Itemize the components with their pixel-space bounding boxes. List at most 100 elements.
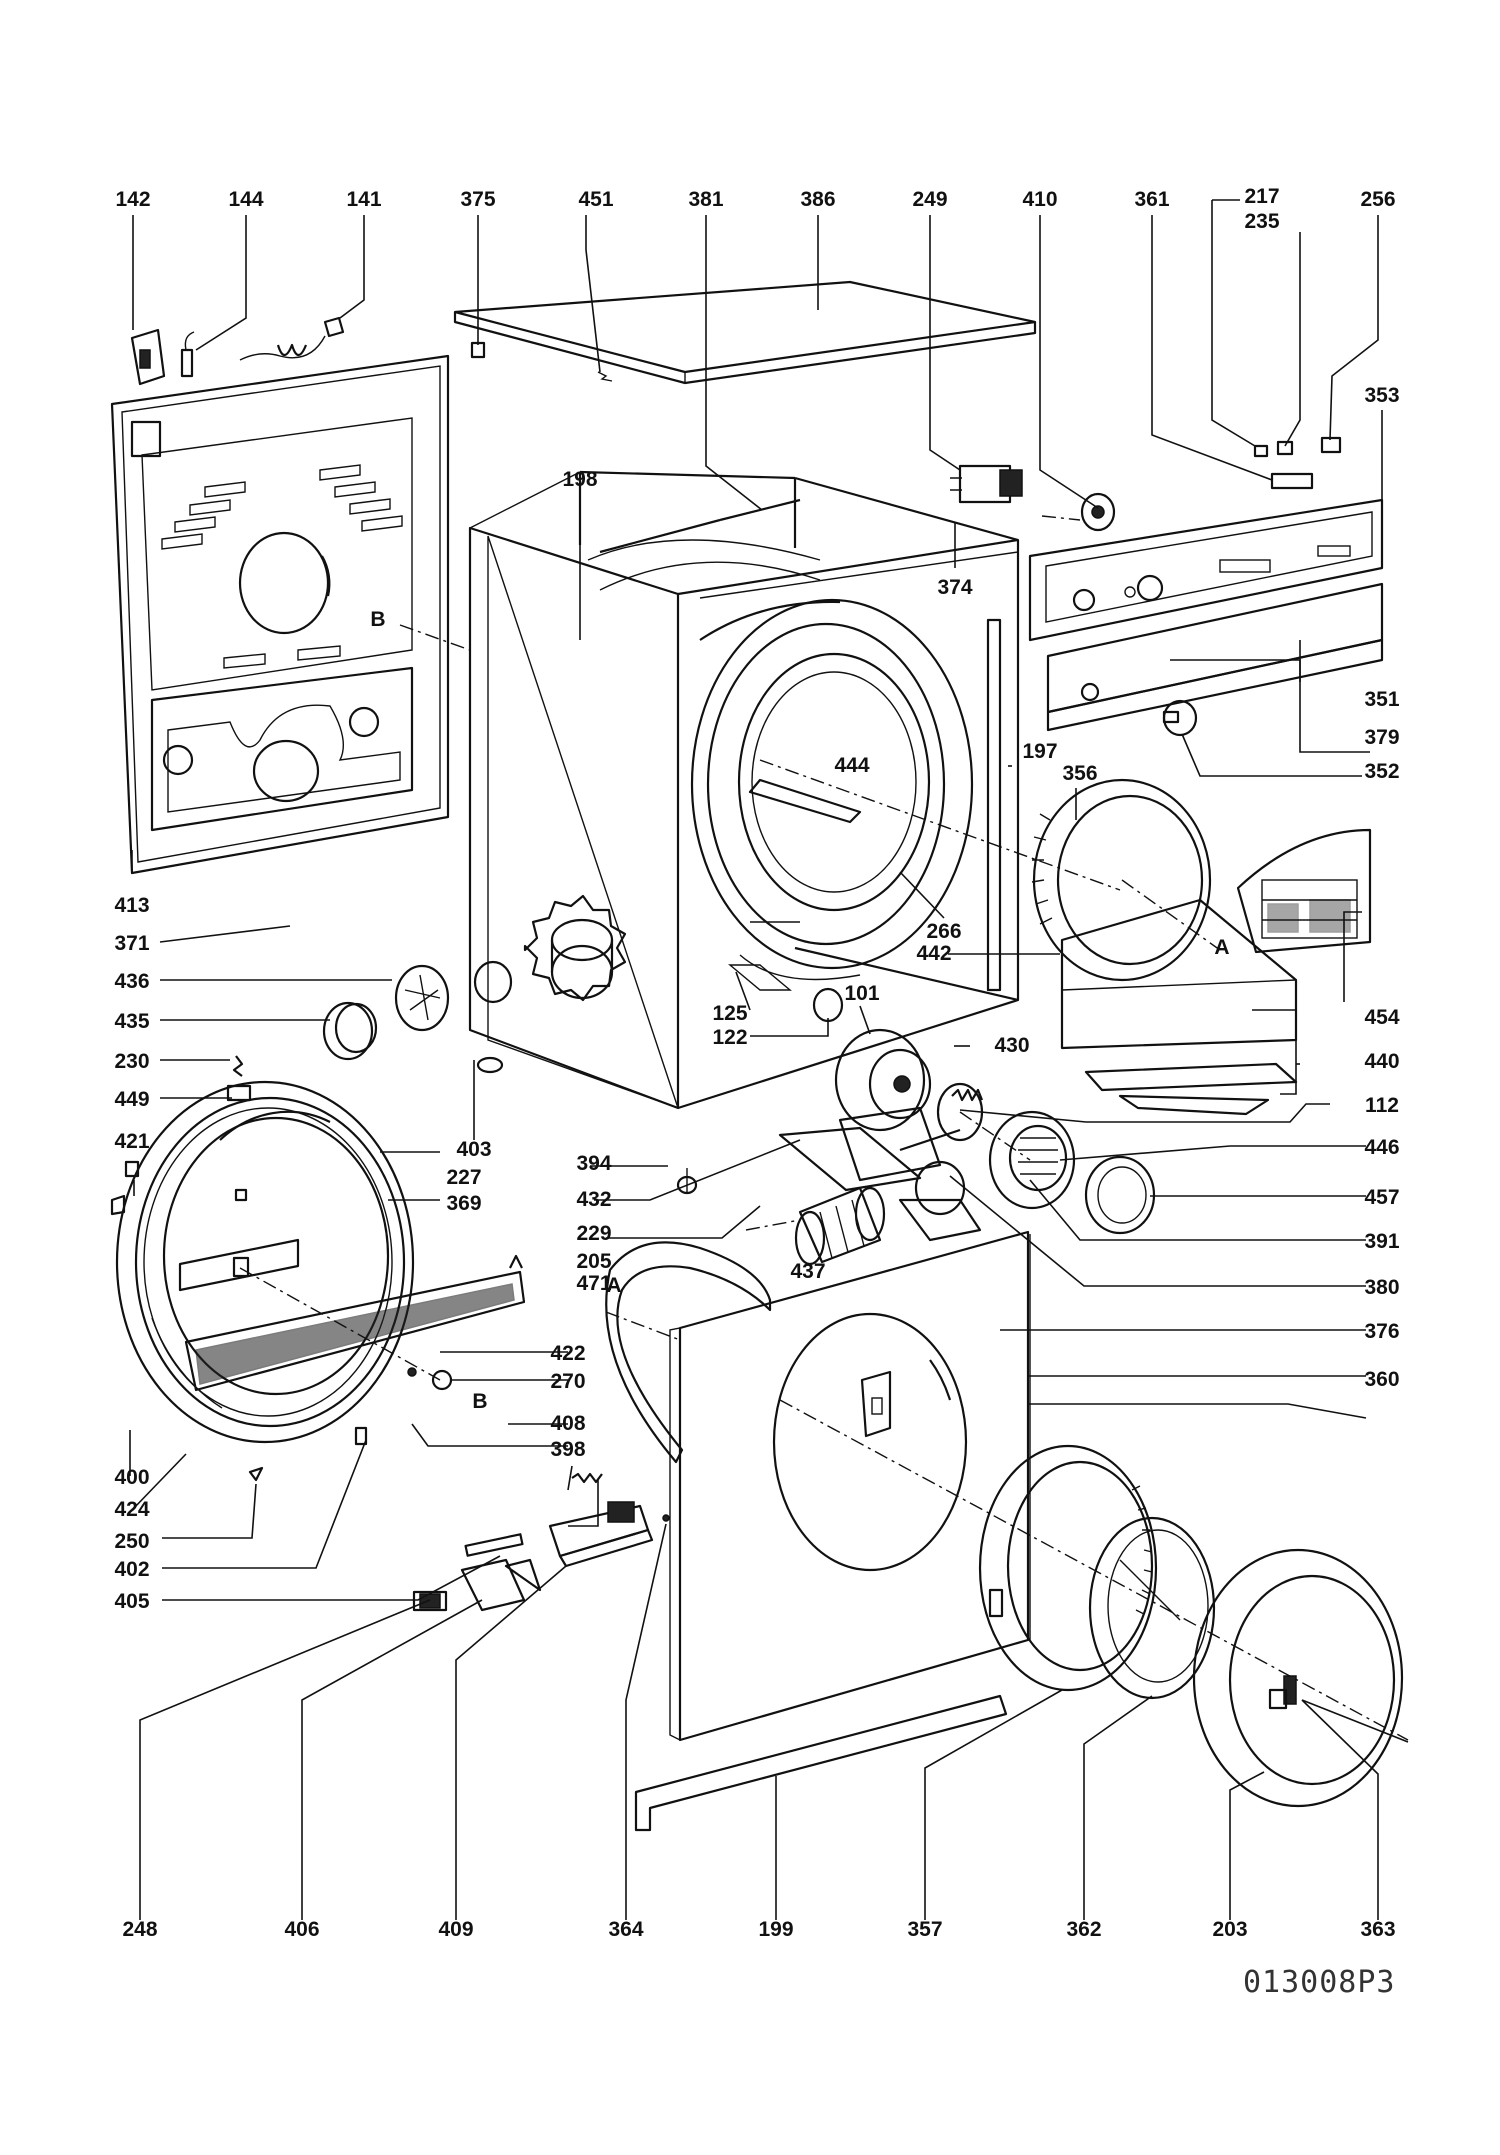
part-label: 376 — [1364, 1320, 1399, 1343]
rear-panel — [110, 354, 450, 875]
part-label: 227 — [446, 1166, 481, 1189]
part-label: 436 — [114, 970, 149, 993]
top-cover — [453, 280, 1037, 385]
part-label: 101 — [844, 982, 879, 1005]
part-label: 197 — [1022, 740, 1057, 763]
ring-457 — [1084, 1155, 1156, 1235]
part-label: 361 — [1134, 188, 1169, 211]
part-label: 360 — [1364, 1368, 1399, 1391]
leader-lines — [129, 199, 1409, 1920]
part-label: 362 — [1066, 1918, 1101, 1941]
drum-assembly — [587, 539, 974, 991]
part-label: 351 — [1364, 688, 1399, 711]
mains-cable-group — [130, 316, 345, 386]
base-plate-440b — [1118, 1094, 1270, 1116]
lint-filter — [1236, 828, 1372, 954]
part-label: 449 — [114, 1088, 149, 1111]
part-label: 235 — [1244, 210, 1279, 233]
parts-drawing — [110, 280, 1404, 1832]
part-label: 454 — [1364, 1006, 1399, 1029]
flex-duct — [794, 1186, 886, 1266]
bottom-rail — [634, 1694, 1008, 1832]
part-label: B — [472, 1390, 487, 1413]
part-label: 141 — [346, 188, 381, 211]
door-seal-205 — [605, 1241, 772, 1464]
part-label: 400 — [114, 1466, 149, 1489]
part-label: 422 — [550, 1342, 585, 1365]
part-label: 471 — [576, 1272, 611, 1295]
part-label: 357 — [907, 1918, 942, 1941]
fan-group — [322, 964, 504, 1074]
part-label: 266 — [926, 920, 961, 943]
front-panel — [669, 1230, 1031, 1742]
part-label: 424 — [114, 1498, 149, 1521]
part-label: 380 — [1364, 1276, 1399, 1299]
control-panel — [1028, 498, 1384, 737]
part-label: 270 — [550, 1370, 585, 1393]
part-label: 437 — [790, 1260, 825, 1283]
part-label: 125 — [712, 1002, 747, 1025]
part-label: A — [606, 1274, 621, 1297]
part-label: 403 — [456, 1138, 491, 1161]
part-label: 369 — [446, 1192, 481, 1215]
part-label: 391 — [1364, 1230, 1399, 1253]
door-parts — [978, 1444, 1404, 1808]
part-label: 144 — [228, 188, 263, 211]
part-label: 381 — [688, 188, 723, 211]
part-label: 205 — [576, 1250, 611, 1273]
part-label: 409 — [438, 1918, 473, 1941]
part-label: 442 — [916, 942, 951, 965]
part-label: 248 — [122, 1918, 157, 1941]
part-label: 256 — [1360, 188, 1395, 211]
part-label: 451 — [578, 188, 613, 211]
clip-375 — [470, 341, 486, 359]
air-duct-471 — [473, 894, 627, 1004]
cabinet-side-panel — [468, 471, 680, 1110]
part-label: A — [1214, 936, 1229, 959]
part-label: 421 — [114, 1130, 149, 1153]
part-label: 440 — [1364, 1050, 1399, 1073]
part-label: 379 — [1364, 726, 1399, 749]
part-label: 375 — [460, 188, 495, 211]
part-label: 142 — [115, 188, 150, 211]
part-label: 444 — [834, 754, 869, 777]
part-label: 364 — [608, 1918, 643, 1941]
part-label: 435 — [114, 1010, 149, 1033]
part-label: 413 — [114, 894, 149, 917]
part-label: 371 — [114, 932, 149, 955]
part-label: 398 — [550, 1438, 585, 1461]
part-label: 217 — [1244, 185, 1279, 208]
part-label: 249 — [912, 188, 947, 211]
part-label: 446 — [1364, 1136, 1399, 1159]
part-label: 408 — [550, 1412, 585, 1435]
part-label: 410 — [1022, 188, 1057, 211]
door-ring-assembly — [110, 1055, 526, 1482]
bearing-122 — [812, 987, 844, 1023]
part-label: 406 — [284, 1918, 319, 1941]
part-label: 352 — [1364, 760, 1399, 783]
part-label: 199 — [758, 1918, 793, 1941]
part-label: 386 — [800, 188, 835, 211]
part-label: 457 — [1364, 1186, 1399, 1209]
part-label: 198 — [562, 468, 597, 491]
part-label: 250 — [114, 1530, 149, 1553]
part-label: 402 — [114, 1558, 149, 1581]
motor-assembly — [778, 1028, 1076, 1242]
cabinet-frame — [578, 470, 1020, 1110]
switch-parts — [950, 436, 1342, 532]
part-label: 356 — [1062, 762, 1097, 785]
part-label: 203 — [1212, 1918, 1247, 1941]
part-label: 363 — [1360, 1918, 1395, 1941]
front-bulkhead — [1031, 778, 1298, 1050]
base-plate-440 — [1084, 1062, 1298, 1092]
part-label: 405 — [114, 1590, 149, 1613]
center-lines — [239, 515, 1409, 1741]
latch-parts — [412, 1472, 670, 1612]
part-label: 229 — [576, 1222, 611, 1245]
screw-451 — [597, 371, 613, 382]
part-label: 122 — [712, 1026, 747, 1049]
part-label: 230 — [114, 1050, 149, 1073]
foot-403 — [476, 1056, 504, 1074]
